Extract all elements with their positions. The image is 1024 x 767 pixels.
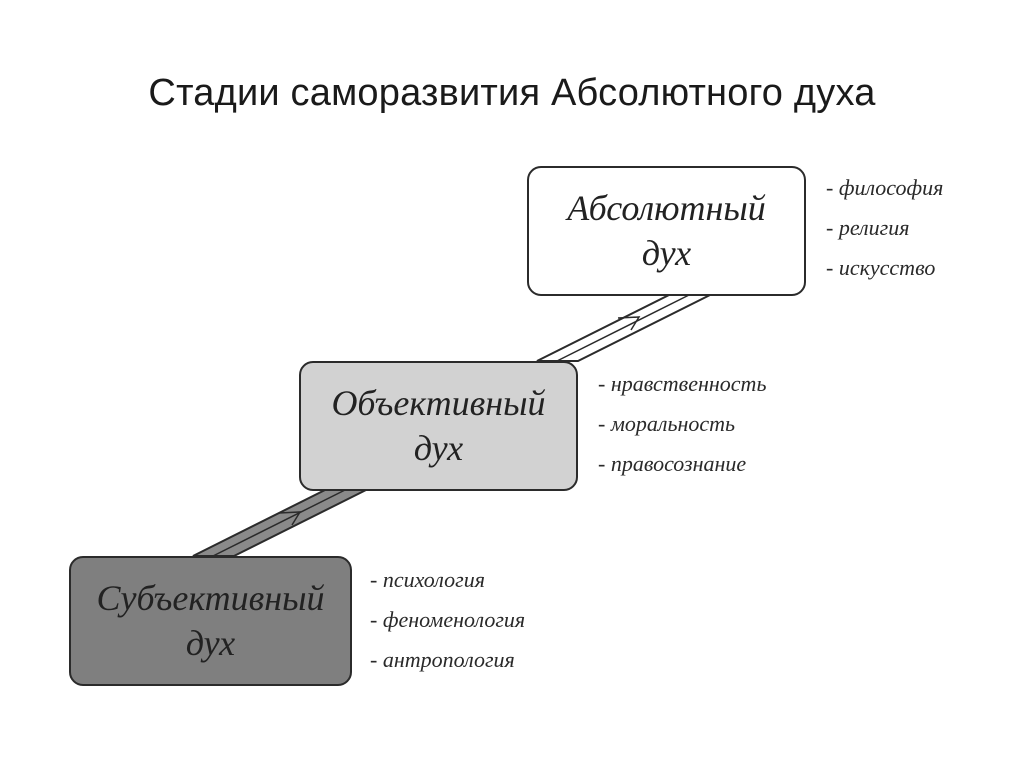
branch-item: - феноменология — [370, 607, 526, 632]
stage-label-line2: дух — [413, 428, 464, 468]
branches-objective-spirit: - нравственность - моральность - правосо… — [598, 364, 766, 484]
branches-subjective-spirit: - психология - феноменология - антрополо… — [370, 560, 525, 680]
stage-label-line1: Абсолютный — [567, 188, 766, 228]
connector-subjective-to-objective — [192, 488, 369, 557]
branch-item: - философия — [826, 175, 944, 200]
branch-item: - моральность — [598, 411, 736, 436]
branch-item: - антропология — [370, 647, 515, 672]
branch-item: - правосознание — [598, 451, 747, 476]
stage-label-line2: дух — [185, 623, 236, 663]
stage-subjective-spirit: Субъективный дух — [69, 556, 352, 686]
branch-item: - нравственность — [598, 371, 767, 396]
stage-label-line1: Субъективный — [96, 578, 325, 618]
stage-absolute-spirit: Абсолютный дух — [527, 166, 806, 296]
connector-objective-to-absolute — [536, 293, 713, 362]
branch-item: - религия — [826, 215, 910, 240]
slide-title: Стадии саморазвития Абсолютного духа — [148, 72, 876, 114]
branch-item: - искусство — [826, 255, 936, 280]
branches-absolute-spirit: - философия - религия - искусство — [826, 168, 943, 288]
branch-item: - психология — [370, 567, 485, 592]
stage-objective-spirit: Объективный дух — [299, 361, 578, 491]
stage-label-line2: дух — [641, 233, 692, 273]
stage-label-line1: Объективный — [331, 383, 546, 423]
